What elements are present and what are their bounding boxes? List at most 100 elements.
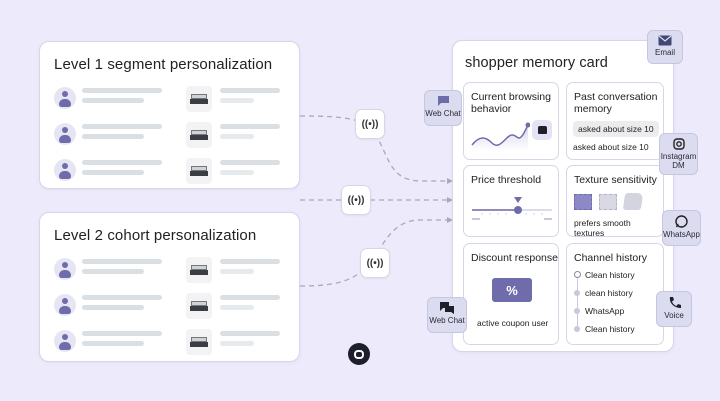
cohort-row: [54, 293, 294, 322]
placeholder-bar: [82, 295, 162, 300]
placeholder-bar: [220, 98, 254, 103]
product-thumbnail-icon: [186, 122, 212, 148]
memory-chip: asked about size 10: [573, 142, 649, 152]
channel-history-title: Channel history: [574, 252, 647, 264]
texture-title: Texture sensitivity: [574, 174, 657, 186]
instagram-icon: [672, 138, 685, 150]
fabric-swatch-icon: [599, 194, 617, 210]
product-thumbnail-icon: [186, 158, 212, 184]
channel-email: Email: [647, 30, 683, 64]
placeholder-bar: [220, 160, 280, 165]
channel-web-chat-bottom: Web Chat: [427, 297, 467, 333]
memory-chip: asked about size 10: [573, 121, 659, 137]
channel-history-cell: Channel history Clean history clean hist…: [566, 243, 664, 345]
user-avatar-icon: [54, 123, 76, 145]
level1-title: Level 1 segment personalization: [54, 56, 273, 73]
trend-line-icon: [471, 122, 530, 151]
placeholder-bar: [82, 170, 144, 175]
level1-segment-panel: Level 1 segment personalization: [39, 41, 300, 189]
placeholder-bar: [82, 160, 162, 165]
placeholder-bar: [220, 305, 254, 310]
channel-web-chat-top: Web Chat: [424, 90, 462, 126]
broadcast-icon: ((•)): [366, 257, 384, 269]
conversation-memory-cell: Past conversation memory asked about siz…: [566, 82, 664, 160]
placeholder-bar: [220, 88, 280, 93]
email-icon: [658, 35, 672, 46]
history-item: clean history: [585, 288, 633, 298]
channel-voice: Voice: [656, 291, 692, 327]
placeholder-bar: [82, 98, 144, 103]
timeline-dot: [574, 290, 580, 296]
placeholder-bar: [220, 124, 280, 129]
history-item: Clean history: [585, 324, 635, 334]
product-box-icon: [532, 120, 552, 140]
placeholder-bar: [82, 331, 162, 336]
segment-row: [54, 158, 294, 187]
placeholder-bar: [220, 331, 280, 336]
placeholder-bar: [220, 269, 254, 274]
placeholder-bar: [82, 341, 144, 346]
phone-icon: [669, 297, 681, 308]
whatsapp-icon: [675, 215, 688, 228]
placeholder-bar: [220, 134, 254, 139]
cohort-row: [54, 257, 294, 286]
texture-note: prefers smooth textures: [574, 218, 631, 238]
browsing-behavior-cell: Current browsing behavior: [463, 82, 559, 160]
price-title: Price threshold: [471, 174, 542, 186]
user-avatar-icon: [54, 294, 76, 316]
placeholder-bar: [82, 88, 162, 93]
level2-cohort-panel: Level 2 cohort personalization: [39, 212, 300, 362]
placeholder-bar: [82, 269, 144, 274]
user-avatar-icon: [54, 330, 76, 352]
placeholder-bar: [82, 259, 162, 264]
timeline-dot: [574, 326, 580, 332]
brand-logo-icon: [348, 343, 370, 365]
user-avatar-icon: [54, 87, 76, 109]
level2-title: Level 2 cohort personalization: [54, 227, 257, 244]
browsing-title: Current browsing behavior: [471, 91, 551, 115]
placeholder-bar: [220, 341, 254, 346]
history-item: Clean history: [585, 270, 635, 280]
fabric-fold-icon: [622, 193, 644, 210]
placeholder-bar: [220, 295, 280, 300]
chat-bubbles-icon: [440, 302, 454, 314]
timeline-dot: [574, 308, 580, 314]
user-avatar-icon: [54, 258, 76, 280]
memory-card-title: shopper memory card: [465, 55, 608, 71]
price-slider-icon: [472, 197, 552, 220]
placeholder-bar: [82, 134, 144, 139]
history-item: WhatsApp: [585, 306, 625, 316]
placeholder-bar: [220, 259, 280, 264]
fabric-swatch-icon: [574, 194, 592, 210]
placeholder-bar: [220, 170, 254, 175]
placeholder-bar: [82, 305, 144, 310]
product-thumbnail-icon: [186, 293, 212, 319]
product-thumbnail-icon: [186, 257, 212, 283]
price-threshold-cell: Price threshold: [463, 165, 559, 237]
user-avatar-icon: [54, 159, 76, 181]
product-thumbnail-icon: [186, 86, 212, 112]
discount-note: active coupon user: [477, 318, 549, 328]
timeline-dot: [573, 271, 581, 278]
timeline-line: [576, 274, 578, 330]
broadcast-node-1: ((•)): [355, 109, 385, 139]
broadcast-icon: ((•)): [347, 194, 365, 206]
discount-response-cell: Discount response % active coupon user: [463, 243, 559, 345]
coupon-ticket-icon: %: [492, 278, 532, 302]
texture-sensitivity-cell: Texture sensitivity prefers smooth textu…: [566, 165, 664, 238]
discount-title: Discount response: [471, 252, 558, 264]
placeholder-bar: [82, 124, 162, 129]
cohort-row: [54, 329, 294, 358]
segment-row: [54, 122, 294, 151]
conversation-title: Past conversation memory: [574, 91, 658, 115]
channel-instagram: Instagram DM: [659, 133, 698, 175]
broadcast-node-2: ((•)): [341, 185, 371, 215]
broadcast-node-3: ((•)): [360, 248, 390, 278]
broadcast-icon: ((•)): [361, 118, 379, 130]
shopper-memory-card: shopper memory card Current browsing beh…: [452, 40, 674, 352]
chat-bubble-icon: [437, 96, 449, 106]
segment-row: [54, 86, 294, 115]
channel-whatsapp: WhatsApp: [662, 210, 701, 246]
